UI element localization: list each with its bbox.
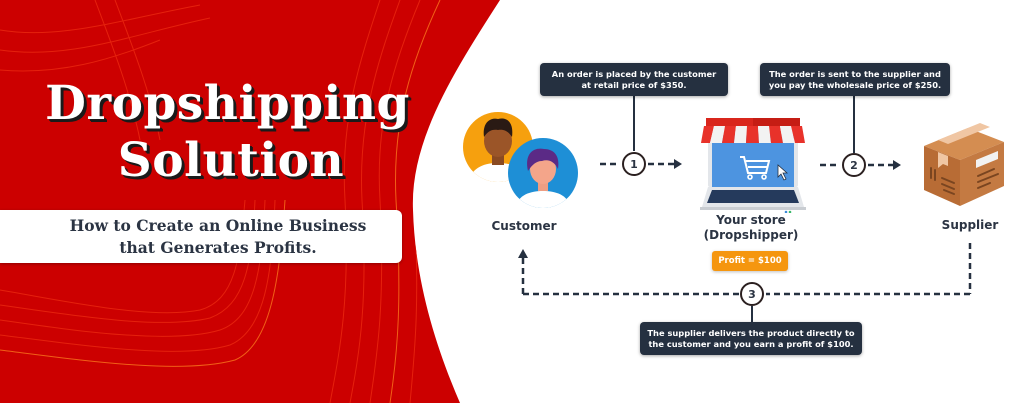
cardboard-box-icon xyxy=(924,123,1004,206)
store-label-line1: Your store xyxy=(716,213,786,227)
subtitle-line1: How to Create an Online Business xyxy=(69,216,367,235)
step3-info-box: The supplier delivers the product direct… xyxy=(640,322,862,355)
banner-title-line2: Solution xyxy=(117,133,345,188)
online-store-laptop-icon xyxy=(700,118,806,213)
step1-info-box: An order is placed by the customer at re… xyxy=(540,63,728,96)
step2-number-badge: 2 xyxy=(842,153,866,177)
store-label-line2: (Dropshipper) xyxy=(703,228,799,242)
banner-title-line1: Dropshipping xyxy=(45,76,410,131)
subtitle-box: How to Create an Online Business that Ge… xyxy=(0,210,402,263)
profit-badge: Profit = $100 xyxy=(712,251,788,271)
step2-info-box: The order is sent to the supplier and yo… xyxy=(760,63,950,96)
store-label: Your store (Dropshipper) xyxy=(690,213,812,243)
step1-number-badge: 1 xyxy=(622,152,646,176)
subtitle-line2: that Generates Profits. xyxy=(119,238,317,257)
customer-label: Customer xyxy=(491,219,557,233)
step3-number-badge: 3 xyxy=(740,282,764,306)
subtitle-text: How to Create an Online Business that Ge… xyxy=(40,215,396,259)
customers-avatars-icon xyxy=(463,112,578,208)
supplier-label: Supplier xyxy=(941,218,999,232)
